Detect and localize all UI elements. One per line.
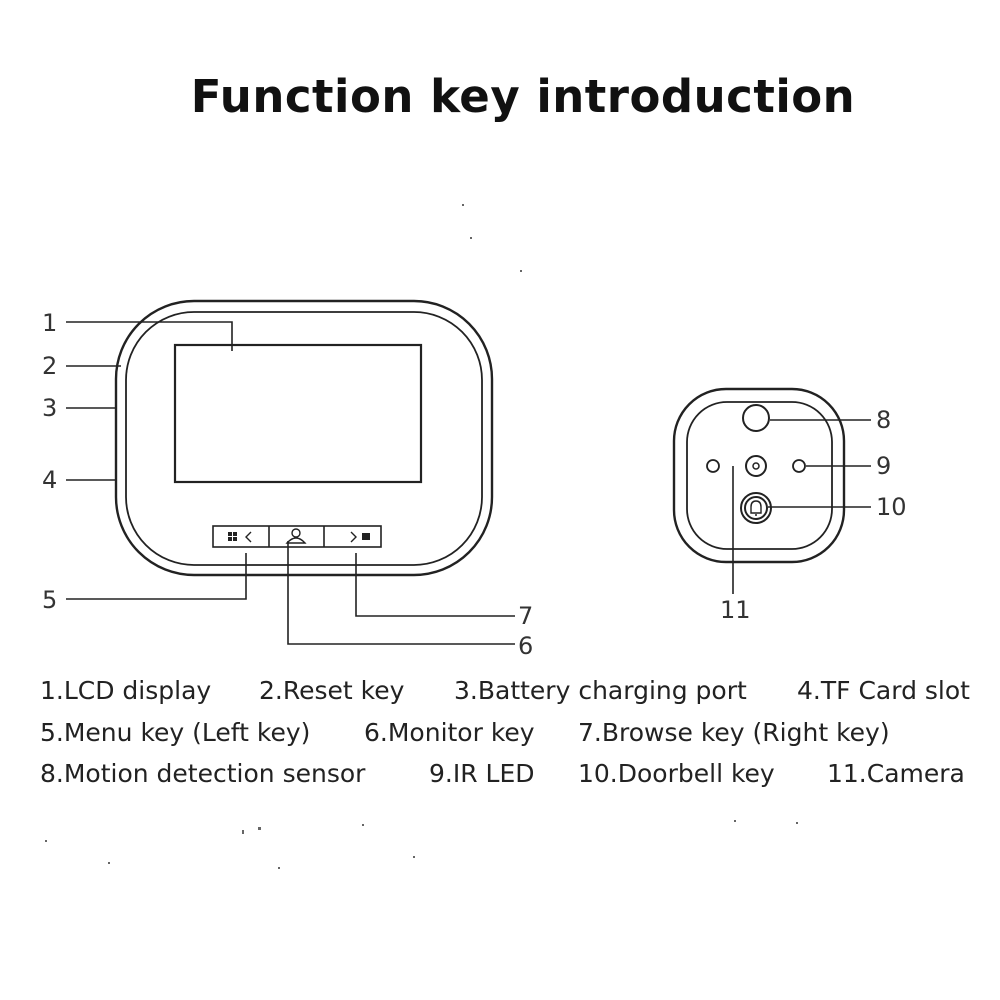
- monitor-unit: [114, 299, 494, 577]
- callout-10: 10: [876, 493, 907, 521]
- windows-grid-icon: [228, 532, 237, 541]
- callout-7: 7: [518, 602, 533, 630]
- ir-led-right: [792, 459, 806, 473]
- leader-5: [66, 553, 247, 600]
- bell-icon: [750, 500, 762, 516]
- callout-3: 3: [42, 394, 57, 422]
- callout-1: 1: [42, 309, 57, 337]
- motion-sensor: [742, 404, 770, 432]
- leader-lines: [66, 321, 871, 645]
- legend-item: 1.LCD display: [40, 676, 212, 705]
- callout-2: 2: [42, 352, 57, 380]
- legend-item: 3.Battery charging port: [454, 676, 747, 705]
- doorbell-key[interactable]: [740, 492, 772, 524]
- key-strip: [212, 525, 382, 548]
- image-icon: [362, 533, 370, 540]
- callout-8: 8: [876, 406, 891, 434]
- callout-9: 9: [876, 452, 891, 480]
- camera-lens-outer: [745, 455, 767, 477]
- camera-outer-body: [672, 387, 846, 564]
- browse-key[interactable]: [350, 531, 370, 543]
- scan-specks: [45, 204, 798, 869]
- callout-11: 11: [720, 596, 751, 624]
- legend-item: 10.Doorbell key: [578, 759, 775, 788]
- callout-4: 4: [42, 466, 57, 494]
- page-title: Function key introduction: [190, 70, 856, 123]
- monitor-inner-body: [125, 311, 483, 566]
- camera-lens-inner: [752, 462, 760, 470]
- legend-item: 5.Menu key (Left key): [40, 718, 311, 747]
- camera-inner-body: [686, 401, 833, 550]
- right-chevron-icon: [350, 531, 357, 543]
- legend-item: 6.Monitor key: [364, 718, 535, 747]
- legend-item: 9.IR LED: [429, 759, 535, 788]
- callout-6: 6: [518, 632, 533, 660]
- legend-item: 4.TF Card slot: [797, 676, 970, 705]
- menu-key[interactable]: [228, 531, 252, 543]
- legend-item: 7.Browse key (Right key): [578, 718, 890, 747]
- monitor-outer-body: [114, 299, 494, 577]
- lcd-display: [173, 343, 423, 484]
- person-icon: [285, 528, 307, 544]
- legend-item: 2.Reset key: [259, 676, 405, 705]
- callout-5: 5: [42, 586, 57, 614]
- legend-item: 8.Motion detection sensor: [40, 759, 366, 788]
- ir-led-left: [706, 459, 720, 473]
- monitor-key[interactable]: [285, 528, 307, 544]
- legend-item: 11.Camera: [827, 759, 965, 788]
- leader-1: [66, 321, 233, 351]
- left-chevron-icon: [245, 531, 252, 543]
- leader-6: [287, 541, 515, 645]
- camera-unit: [672, 387, 846, 564]
- leader-7: [355, 553, 515, 617]
